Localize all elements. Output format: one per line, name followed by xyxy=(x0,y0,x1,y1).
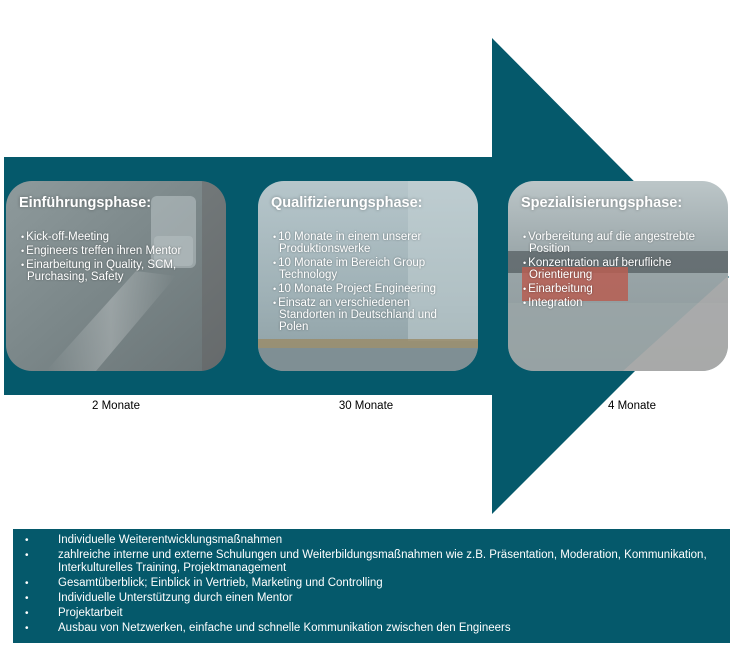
benefits-box: Individuelle Weiterentwicklungsmaßnahmen… xyxy=(13,529,730,643)
phase-card-qualifizierung: Qualifizierungsphase: 10 Monate in einem… xyxy=(258,181,478,371)
phase-item: Engineers treffen ihren Mentor xyxy=(19,245,214,257)
phase-item: Vorbereitung auf die angestrebte Positio… xyxy=(521,231,716,255)
phase-duration: 4 Monate xyxy=(608,400,656,412)
phase-title: Einführungsphase: xyxy=(19,195,152,211)
phase-items: Kick-off-Meeting Engineers treffen ihren… xyxy=(19,231,214,283)
phase-item: Integration xyxy=(521,297,716,309)
phase-item: Kick-off-Meeting xyxy=(19,231,214,243)
phase-item: Einarbeitung xyxy=(521,283,716,295)
phase-card-einfuehrung: Einführungsphase: Kick-off-Meeting Engin… xyxy=(6,181,226,371)
phase-item: Konzentration auf berufliche Orientierun… xyxy=(521,257,716,281)
benefit-item: Individuelle Weiterentwicklungsmaßnahmen xyxy=(17,534,726,547)
phase-items: 10 Monate in einem unserer Produktionswe… xyxy=(271,231,466,333)
phase-item: Einarbeitung in Quality, SCM, Purchasing… xyxy=(19,259,214,283)
phase-card-spezialisierung: Spezialisierungsphase: Vorbereitung auf … xyxy=(508,181,728,371)
phase-item: 10 Monate in einem unserer Produktionswe… xyxy=(271,231,466,255)
benefit-item: Ausbau von Netzwerken, einfache und schn… xyxy=(17,622,726,635)
benefits-list: Individuelle Weiterentwicklungsmaßnahmen… xyxy=(17,534,726,635)
phase-title: Spezialisierungsphase: xyxy=(521,195,683,211)
phase-duration: 30 Monate xyxy=(338,400,394,412)
phase-item: Einsatz an verschiedenen Standorten in D… xyxy=(271,297,466,333)
benefit-item: Individuelle Unterstützung durch einen M… xyxy=(17,592,726,605)
phase-item: 10 Monate Project Engineering xyxy=(271,283,466,295)
phase-title: Qualifizierungsphase: xyxy=(271,195,423,211)
phase-items: Vorbereitung auf die angestrebte Positio… xyxy=(521,231,716,309)
benefit-item: Projektarbeit xyxy=(17,607,726,620)
phase-item: 10 Monate im Bereich Group Technology xyxy=(271,257,466,281)
phase-duration: 2 Monate xyxy=(92,400,140,412)
benefit-item: zahlreiche interne und externe Schulunge… xyxy=(17,549,726,575)
benefit-item: Gesamtüberblick; Einblick in Vertrieb, M… xyxy=(17,577,726,590)
